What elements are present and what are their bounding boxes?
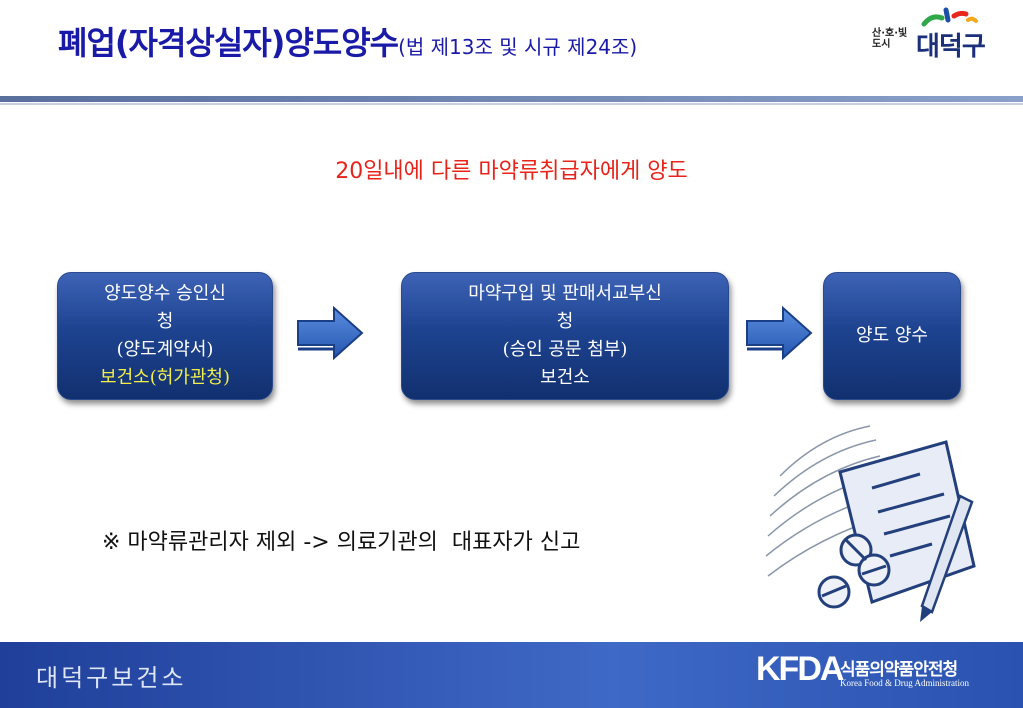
flow-step-approval-application: 양도양수 승인신 청 (양도계약서) 보건소(허가관청) (57, 272, 273, 400)
step2-line2: 청 (556, 311, 574, 332)
right-arrow-icon (746, 305, 813, 361)
title-main: 폐업(자격상실자)양도양수 (58, 24, 399, 62)
footer-bar: 대덕구보건소 KFDA 식품의약품안전청 Korea Food & Drug A… (0, 642, 1023, 708)
daedeok-logo: 산·호·빛 도시 대덕구 (872, 4, 1018, 64)
kfda-logo-mark: KFDA (756, 650, 844, 688)
step1-line1: 양도양수 승인신 (104, 283, 226, 304)
step2-line4: 보건소 (540, 367, 590, 388)
flow-step-purchase-sales-request: 마약구입 및 판매서교부신 청 (승인 공문 첨부) 보건소 (401, 272, 729, 400)
step1-line2: 청 (156, 311, 174, 332)
transfer-deadline-notice: 20일내에 다른 마약류취급자에게 양도 (335, 159, 688, 184)
right-arrow-icon (297, 305, 364, 361)
step1-line3: (양도계약서) (116, 339, 214, 360)
logo-mark-icon (921, 7, 978, 27)
title-sub: (법 제13조 및 시규 제24조) (398, 35, 638, 59)
documents-pills-illustration (765, 425, 976, 622)
flow-step-transfer: 양도 양수 (823, 272, 961, 400)
kfda-logo: KFDA 식품의약품안전청 Korea Food & Drug Administ… (756, 650, 1006, 698)
logo-name: 대덕구 (916, 32, 986, 62)
footer-org-name: 대덕구보건소 (36, 664, 187, 692)
logo-slogan: 산·호·빛 도시 (872, 28, 908, 50)
kfda-english-name: Korea Food & Drug Administration (840, 678, 969, 688)
step3-line1: 양도 양수 (856, 325, 928, 346)
kfda-korean-name: 식품의약품안전청 (840, 660, 958, 680)
step2-line1: 마약구입 및 판매서교부신 (468, 283, 662, 304)
header-divider (0, 96, 1023, 102)
step1-line4: 보건소(허가관청) (100, 367, 230, 388)
step2-line3: (승인 공문 첨부) (502, 339, 628, 360)
header-divider-light (0, 103, 1023, 105)
page-title: 폐업(자격상실자)양도양수(법 제13조 및 시규 제24조) (58, 18, 637, 64)
exception-note: ※ 마약류관리자 제외 -> 의료기관의 대표자가 신고 (102, 530, 581, 555)
